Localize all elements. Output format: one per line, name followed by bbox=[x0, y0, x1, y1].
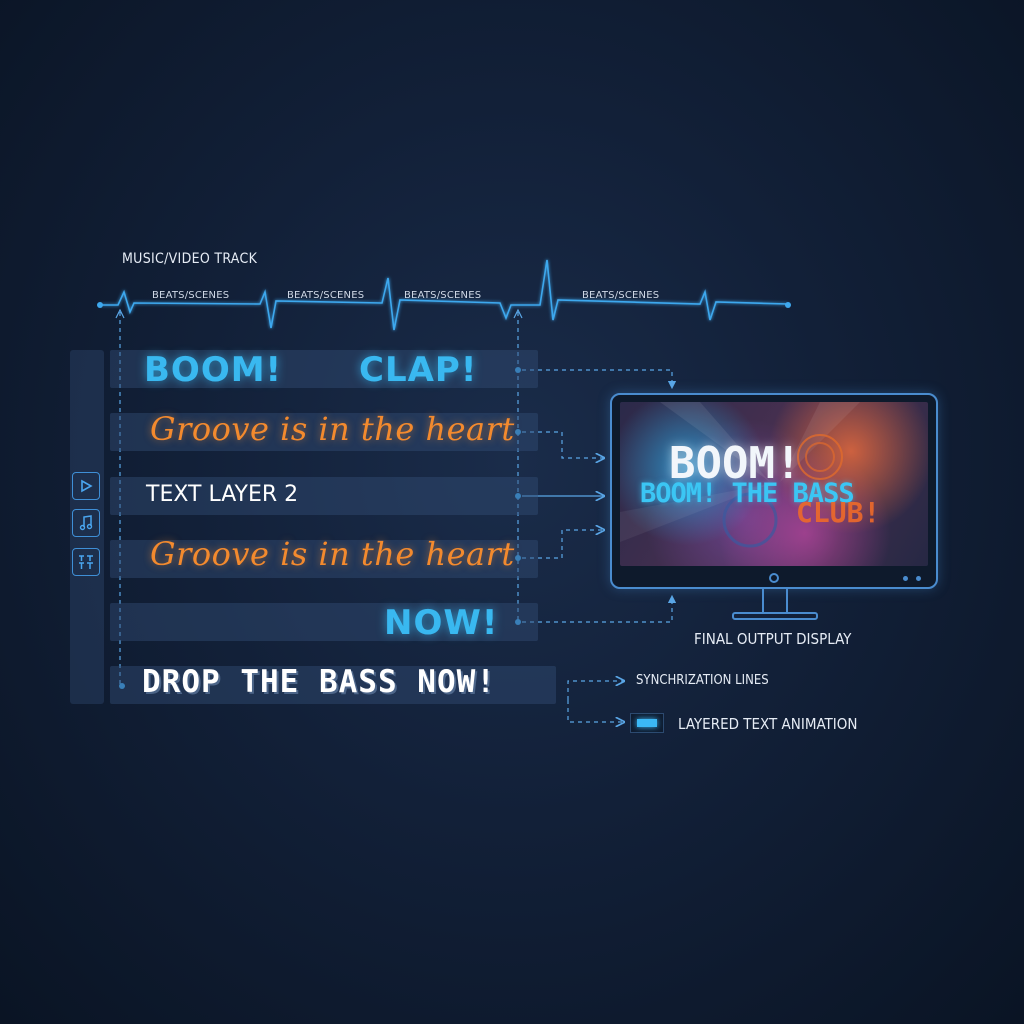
layer-row-4[interactable] bbox=[110, 540, 538, 578]
legend-layered-swatch bbox=[630, 713, 664, 733]
monitor-stand-base bbox=[732, 612, 818, 620]
play-icon[interactable] bbox=[72, 472, 100, 500]
waveform-start-dot bbox=[97, 302, 103, 308]
layer-row-3[interactable] bbox=[110, 477, 538, 515]
screen-club-text: CLUB! bbox=[796, 496, 881, 529]
connector-row5 bbox=[522, 594, 677, 623]
beat-waveform bbox=[100, 259, 789, 331]
layer-row-2-text: Groove is in the heart bbox=[150, 410, 515, 448]
legend-layered-label: LAYERED TEXT ANIMATION bbox=[678, 715, 858, 733]
output-caption: FINAL OUTPUT DISPLAY bbox=[694, 630, 852, 648]
layer-row-2[interactable] bbox=[110, 413, 538, 451]
connector-row1 bbox=[522, 369, 677, 390]
connector-row4 bbox=[522, 530, 604, 559]
layer-row-5[interactable] bbox=[110, 603, 538, 641]
monitor-indicator-1 bbox=[903, 576, 908, 581]
legend-sync-label: SYNCHRIZATION LINES bbox=[636, 673, 769, 688]
layer-row-1-clap: CLAP! bbox=[359, 350, 478, 390]
layer-row-6[interactable] bbox=[110, 666, 556, 704]
layer-row-6-text: DROP THE BASS NOW! bbox=[142, 664, 496, 700]
screen-boom-text: BOOM! bbox=[669, 438, 802, 489]
legend-layered-connector bbox=[567, 700, 624, 722]
layer-row-1-boom: BOOM! bbox=[144, 350, 283, 390]
track-title: MUSIC/VIDEO TRACK bbox=[122, 251, 258, 267]
legend-sync-connector bbox=[567, 681, 624, 700]
output-screen bbox=[620, 402, 928, 566]
screen-bass-text: BOOM! THE BASS bbox=[640, 478, 855, 509]
beat-label-1: BEATS/SCENES bbox=[152, 290, 230, 301]
sync-line-left-arrowhead bbox=[115, 308, 125, 319]
sync-line-right-arrowhead bbox=[513, 308, 523, 319]
text-layers-icon[interactable] bbox=[72, 548, 100, 576]
connector-row2 bbox=[522, 431, 604, 458]
music-note-icon[interactable] bbox=[72, 509, 100, 537]
monitor-power-button bbox=[769, 573, 779, 583]
layer-row-5-text: NOW! bbox=[384, 603, 499, 643]
beat-label-2: BEATS/SCENES bbox=[287, 290, 365, 301]
layer-row-3-text: TEXT LAYER 2 bbox=[146, 482, 299, 507]
layer-row-4-text: Groove is in the heart bbox=[150, 535, 515, 573]
waveform-end-dot bbox=[785, 302, 791, 308]
monitor-indicator-2 bbox=[916, 576, 921, 581]
beat-label-3: BEATS/SCENES bbox=[404, 290, 482, 301]
layer-row-1[interactable] bbox=[110, 350, 538, 388]
beat-label-4: BEATS/SCENES bbox=[582, 290, 660, 301]
monitor-stand-neck bbox=[762, 589, 788, 613]
